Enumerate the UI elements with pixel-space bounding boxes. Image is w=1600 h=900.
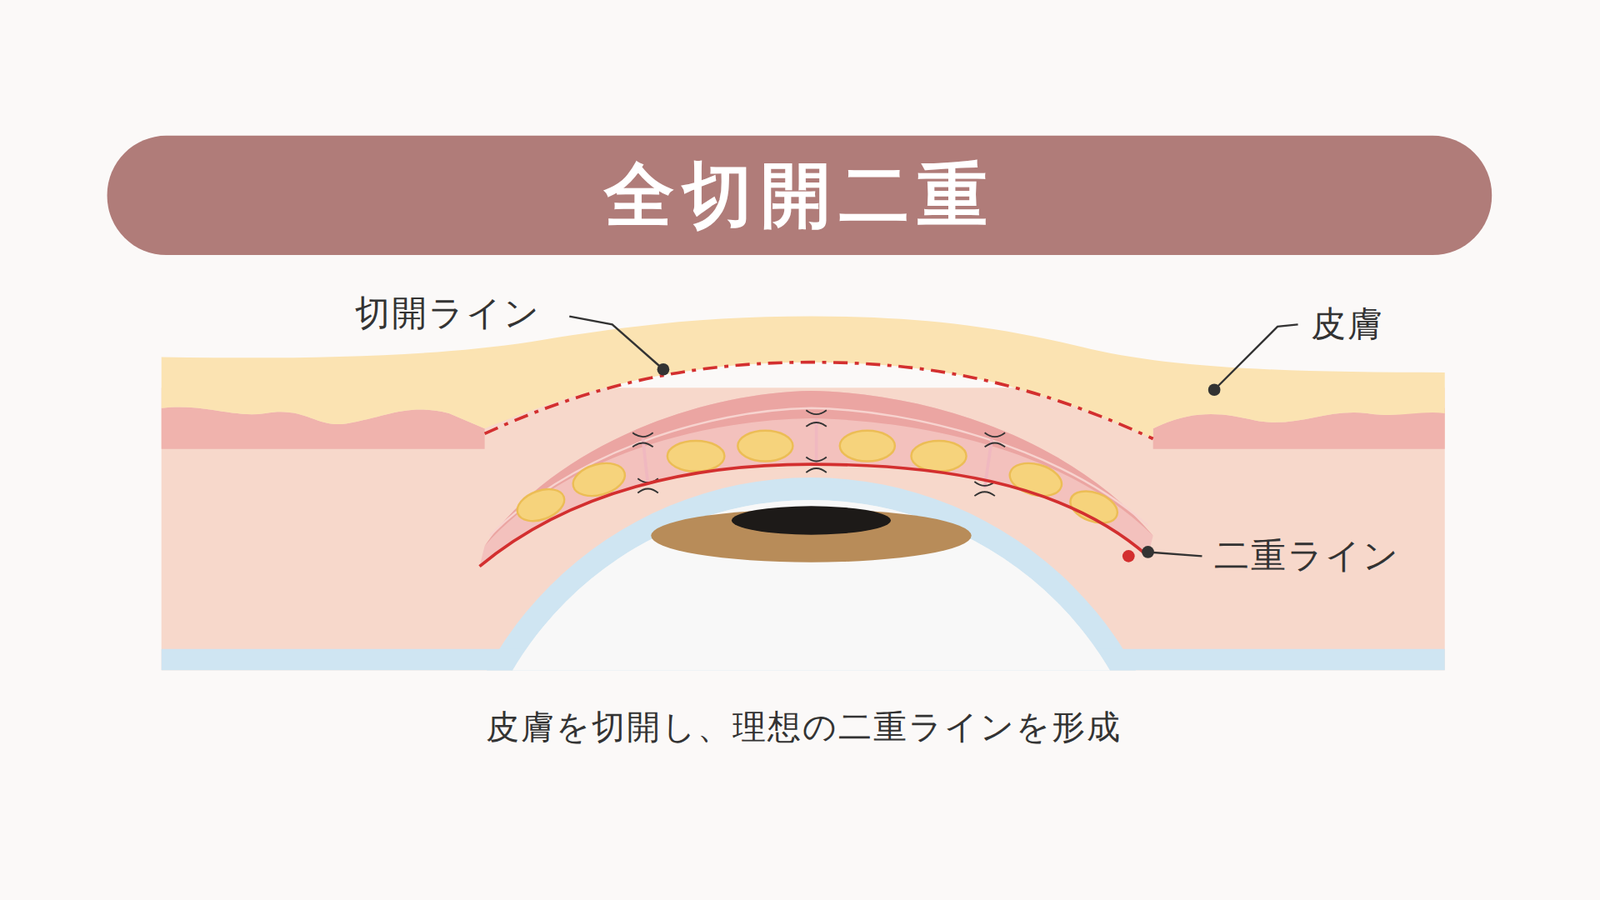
title-band [107,135,1493,255]
leader-lines [569,316,1298,557]
part-label: 皮膚 [1310,300,1385,348]
caption: 皮膚を切開し、理想の二重ラインを形成 [485,704,1122,750]
title: 全切開二重 [604,148,996,244]
part-label: 二重ライン [1214,532,1400,580]
cross-section [160,316,1445,671]
part-label: 切開ライン [355,290,541,337]
